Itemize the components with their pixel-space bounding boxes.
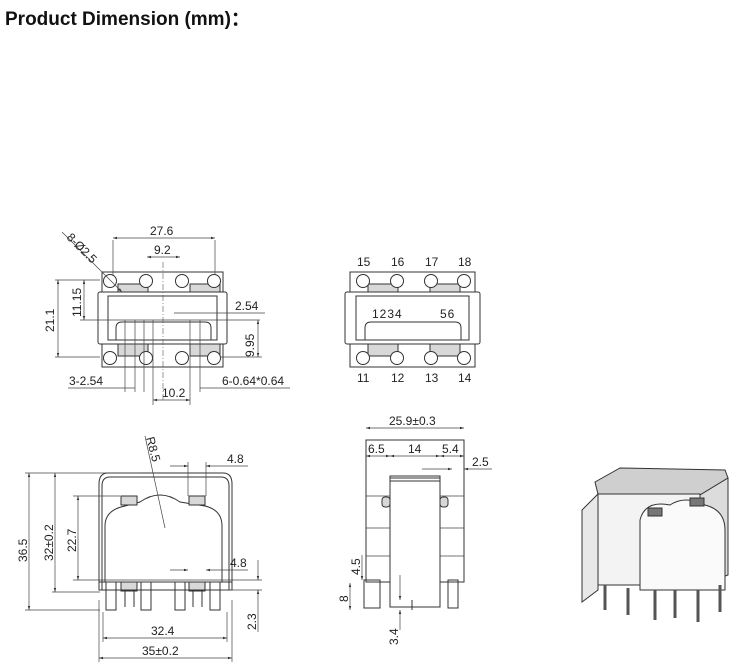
dim-pin-pitch-left: 3-2.54 [69,374,103,388]
dim-holes: 8-Ø2.5 [64,230,100,266]
dim-center: 14 [408,442,422,456]
dim-tab-top: 4.8 [227,452,244,466]
pin-label: 11 [357,371,370,385]
dim-total-height: 36.5 [16,538,30,562]
pin-label: 17 [425,255,439,269]
dim-left: 6.5 [368,442,385,456]
pin-label-5-6: 56 [440,307,455,321]
dim-inner-width: 32.4 [151,624,175,638]
dim-tab-bottom: 4.8 [230,556,247,570]
dim-outer-width: 35±0.2 [142,644,179,658]
bottom-view: 15 16 17 18 11 12 13 14 1234 56 [344,255,481,385]
pin-label: 14 [458,371,472,385]
dim-right: 5.4 [442,442,459,456]
dim-height: 21.1 [43,308,57,332]
dim-body-height: 32±0.2 [42,524,56,561]
dim-core-height: 22.7 [65,528,79,552]
dim-pin: 3.4 [387,628,401,645]
dim-depth: 25.9±0.3 [389,414,436,428]
product-3d-render [581,467,729,622]
dim-pitch: 9.2 [154,243,171,257]
dim-pin-pitch-right: 2.54 [235,299,259,313]
pin-label: 16 [391,255,405,269]
dim-pin-length: 2.3 [245,613,259,630]
pin-label-1-4: 1234 [372,307,403,321]
pin-label: 18 [458,255,472,269]
dim-radius: R8.5 [143,435,163,463]
top-view: 27.6 9.2 8-Ø2.5 21.1 11.15 2.54 9.95 3-2… [43,224,290,405]
dim-standoff: 4.5 [349,558,363,575]
dim-pin-size: 6-0.64*0.64 [222,374,284,388]
dim-offset-bottom: 9.95 [243,333,257,357]
dim-pin-span: 10.2 [162,386,186,400]
dim-offset-top: 11.15 [70,288,84,317]
front-view: R8.5 4.8 4.8 36.5 32±0.2 22.7 2.3 32.4 3… [16,435,262,662]
dim-foot: 8 [337,595,351,602]
dim-edge: 2.5 [472,455,489,469]
pin-label: 13 [425,371,439,385]
mounting-holes [103,274,221,365]
side-view: 25.9±0.3 6.5 14 5.4 2.5 4.5 8 3.4 [337,414,492,645]
pin-label: 12 [391,371,405,385]
page-title: Product Dimension (mm)： [5,9,250,30]
pin-label: 15 [357,255,371,269]
dim-width: 27.6 [150,224,174,238]
